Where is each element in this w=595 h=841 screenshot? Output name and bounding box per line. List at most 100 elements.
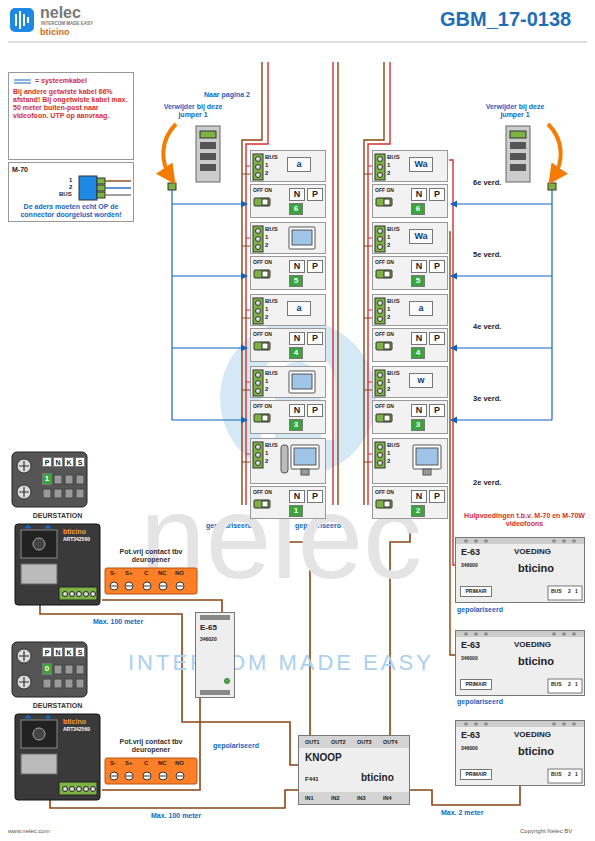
node-text: 1 — [265, 450, 268, 457]
node-text: 346000 — [461, 656, 478, 662]
node-text: Bij andere getwiste kabel 66% afstand! B… — [13, 88, 131, 120]
node-text: OFF ON — [253, 490, 272, 496]
node-text: 1 — [387, 234, 390, 241]
node-text: N — [289, 260, 305, 273]
node-text: OFF ON — [375, 188, 394, 194]
note-box: = systeemkabelBij andere getwiste kabel … — [8, 72, 134, 160]
monitor-module: BUS12 — [250, 366, 326, 398]
brand-logo: bticino — [40, 27, 70, 37]
node-text: 346000 — [461, 563, 478, 569]
node-text: 2 — [69, 184, 72, 191]
node-text: PRIMAIR — [460, 586, 492, 597]
node-text: 2 — [387, 170, 390, 177]
copyright: Copyright Nelec BV — [520, 828, 572, 835]
node-text: = systeemkabel — [35, 77, 87, 85]
monitor-module: BUS12 Wa — [372, 222, 448, 254]
node-text: 1 — [575, 682, 578, 688]
node-text: 1 — [575, 589, 578, 595]
call-button-module: OFF ONNP5 — [250, 256, 326, 290]
node-text: VOEDING — [514, 730, 551, 739]
node-text: 5 — [411, 275, 425, 287]
node-text: S — [75, 647, 85, 657]
node-text: IN2 — [331, 795, 340, 801]
node-text: BUS — [387, 226, 400, 233]
cable-length: Max. 100 meter — [150, 812, 202, 820]
node-text: 4 — [289, 347, 303, 359]
node-graphic — [251, 223, 327, 255]
door-station: DEURSTATIONbticinoART342560 — [15, 512, 102, 605]
node-text: bticino — [518, 655, 554, 668]
node-text: 1 — [575, 772, 578, 778]
node-text: P — [307, 332, 323, 345]
node-text: N — [411, 490, 427, 503]
node-text: Wa — [409, 229, 433, 244]
node-text: K — [64, 647, 74, 657]
jumper-note: Verwijder bij deze jumper 1 — [482, 103, 548, 119]
node-text: IN1 — [305, 795, 314, 801]
node-text: 1 — [265, 234, 268, 241]
node-text: PRIMAIR — [460, 769, 492, 780]
relay-contact: Pot.vrij contact tbv deuropenerS-S+CNCNO — [105, 548, 197, 594]
node-text: bticino — [63, 718, 86, 726]
node-text: BUS — [59, 191, 72, 198]
call-button-module: OFF ONNP6 — [372, 184, 448, 218]
node-text: S+ — [125, 760, 133, 767]
m70-connector-box: M-7012BUSDe aders moeten echt OP de conn… — [8, 162, 134, 222]
cable — [102, 600, 222, 612]
header-rule — [8, 42, 587, 43]
node-text: DEURSTATION — [15, 512, 100, 520]
node-text: OFF ON — [253, 260, 272, 266]
cable-length: Max. 100 meter — [92, 618, 144, 626]
node-text: 2 — [568, 682, 571, 688]
node-text: OUT4 — [383, 739, 398, 745]
polarity-note: gepolariseerd — [456, 698, 504, 706]
node-text: S+ — [125, 570, 133, 577]
node-text: BUS — [387, 370, 400, 377]
node-text: 3 — [411, 419, 425, 431]
node-text: F441 — [305, 776, 319, 783]
power-supply: E-63VOEDINGbticino346000PRIMAIRBUS21 — [455, 630, 585, 696]
drawing-number: GBM_17-0138 — [440, 8, 571, 31]
node-text: P — [429, 188, 445, 201]
node-text: 2 — [387, 242, 390, 249]
node-text: 346000 — [461, 746, 478, 752]
call-button-module: OFF ONNP4 — [372, 328, 448, 362]
node-text: ART342560 — [63, 727, 90, 733]
node-text: 346020 — [200, 637, 217, 643]
node-text: w — [409, 373, 433, 388]
node-text: 2 — [265, 458, 268, 465]
node-text: 2 — [387, 386, 390, 393]
node-text: Wa — [409, 157, 433, 172]
node-text: C — [144, 570, 148, 577]
node-text: P — [429, 404, 445, 417]
node-graphic — [373, 439, 449, 485]
node-text: P — [307, 188, 323, 201]
node-text: De aders moeten echt OP de connector doo… — [11, 203, 131, 219]
node-text: BUS — [387, 154, 400, 161]
floor-label: 6e verd. — [472, 179, 502, 188]
node-text: VOEDING — [514, 640, 551, 649]
node-text: BUS — [265, 298, 278, 305]
node-text: P — [429, 490, 445, 503]
page-reference: Naar pagina 2 — [204, 91, 250, 99]
call-button-module: OFF ONNP3 — [372, 400, 448, 434]
node-text: 2 — [568, 589, 571, 595]
node-graphic — [251, 439, 327, 485]
node-text: OFF ON — [375, 490, 394, 496]
node-text: NO — [175, 760, 184, 767]
node-text: 4 — [411, 347, 425, 359]
node-text: a — [409, 301, 433, 316]
node-text: bticino — [361, 772, 394, 784]
node-text: IN4 — [383, 795, 392, 801]
floor-label: 4e verd. — [472, 323, 502, 332]
keypad-detail: PNKS1 — [12, 452, 87, 507]
node-text: E-63 — [461, 730, 480, 740]
node-text: NC — [158, 570, 167, 577]
node-graphic — [299, 736, 411, 806]
node-text: 1 — [387, 306, 390, 313]
node-text: P — [307, 260, 323, 273]
floor-label: 2e verd. — [472, 479, 502, 488]
power-supply: E-65346020 — [195, 612, 235, 698]
relay-contact: Pot.vrij contact tbv deuropenerS-S+CNCNO — [105, 738, 197, 784]
videophone-module: BUS12 — [250, 438, 326, 484]
